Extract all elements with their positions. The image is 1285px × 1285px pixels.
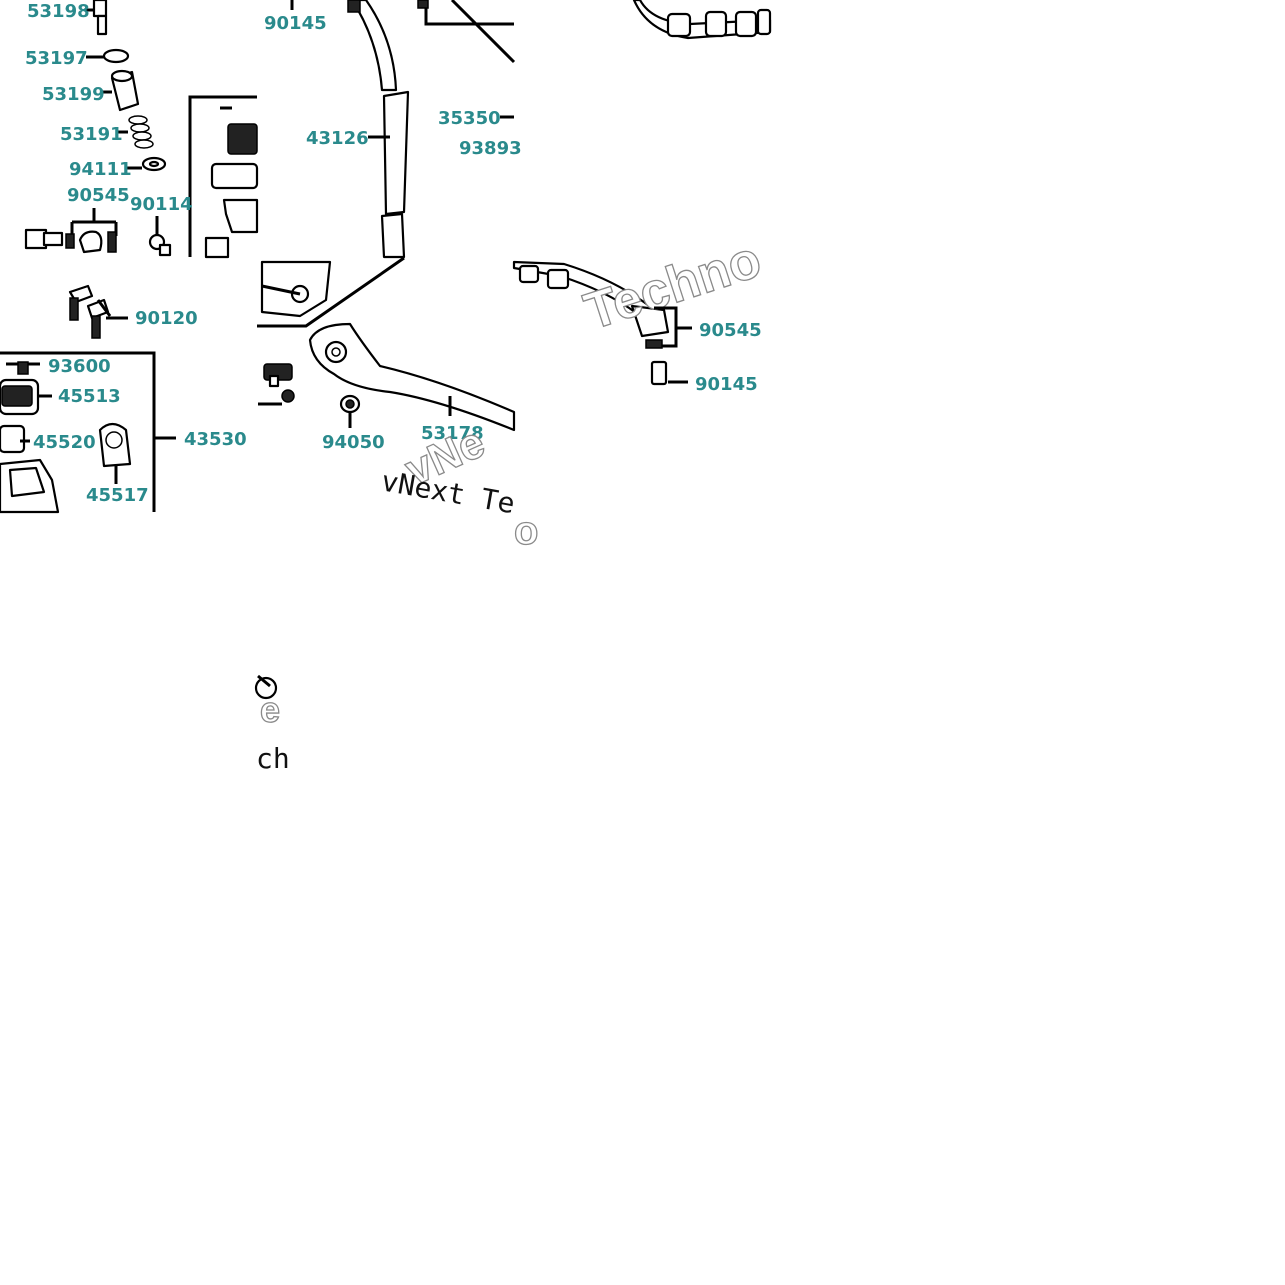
diaphragm-45520: [0, 424, 30, 454]
bolts-90120: [68, 284, 128, 339]
part-number-53198: 53198: [27, 1, 90, 22]
lever-pivot-block: [260, 260, 332, 318]
tile-master-cylinder-internals: 53198 53197 53199 53191 94111 90545 9011…: [24, 0, 259, 259]
part-number-43530: 43530: [184, 429, 247, 450]
part-number-53178: 53178: [421, 423, 484, 444]
tile-lower-fragment: e ch: [254, 674, 290, 775]
part-number-53191: 53191: [60, 124, 123, 145]
washer-94111: [126, 156, 167, 172]
bracket-90545: [645, 306, 692, 349]
bracket-90545: [65, 208, 118, 254]
part-number-43126: 43126: [306, 128, 369, 149]
master-cylinder-frame: [188, 95, 259, 259]
cap-45513: [0, 378, 52, 416]
part-number-90145-outlet: 90145: [695, 374, 758, 395]
part-number-45513: 45513: [58, 386, 121, 407]
clamp-45517: [98, 422, 132, 484]
watermark-fragment-e: e: [260, 689, 280, 730]
boot-53199: [102, 69, 140, 112]
tile-brake-hose: 90145 43126 35350 93893: [264, 0, 522, 259]
watermark-fragment-o: o: [514, 509, 538, 553]
tile-hose-outlet: Techno 90545 90145: [512, 230, 769, 395]
tile-brake-lever: 94050 53178 vNe vNext Te o: [257, 256, 539, 554]
watermark-fragment-ch: ch: [256, 742, 290, 775]
switch: [263, 363, 293, 388]
part-number-35350: 35350: [438, 108, 501, 129]
tile-reservoir-assembly: 90120 43530 93600 45513 45520 45517: [0, 284, 247, 514]
part-number-93600: 93600: [48, 356, 111, 377]
part-number-45517: 45517: [86, 485, 149, 506]
spring-53191: [118, 115, 154, 149]
part-number-90545-outlet: 90545: [699, 320, 762, 341]
part-number-93893: 93893: [459, 138, 522, 159]
part-number-90145: 90145: [264, 13, 327, 34]
part-number-45520: 45520: [33, 432, 96, 453]
fitting-90114: [148, 216, 172, 257]
banjo-bolt: [24, 228, 64, 250]
screw-93600: [6, 361, 40, 375]
brake-hose-43126: [347, 0, 410, 259]
part-number-94050: 94050: [322, 432, 385, 453]
reservoir-body: [0, 458, 60, 514]
screw: [258, 389, 295, 406]
tile-hose-end: [632, 0, 772, 40]
part-number-53199: 53199: [42, 84, 105, 105]
part-number-90114: 90114: [130, 194, 193, 215]
part-number-90545: 90545: [67, 185, 130, 206]
collar-94050: [339, 394, 361, 428]
reservoir-outline: [417, 0, 516, 64]
bolt-90145: [650, 360, 688, 386]
seal-53197: [86, 48, 130, 64]
part-number-94111: 94111: [69, 159, 132, 180]
brake-lever-53178: [308, 322, 516, 432]
part-number-90120: 90120: [135, 308, 198, 329]
part-number-53197: 53197: [25, 48, 88, 69]
piston-rod-53198: [84, 0, 108, 36]
